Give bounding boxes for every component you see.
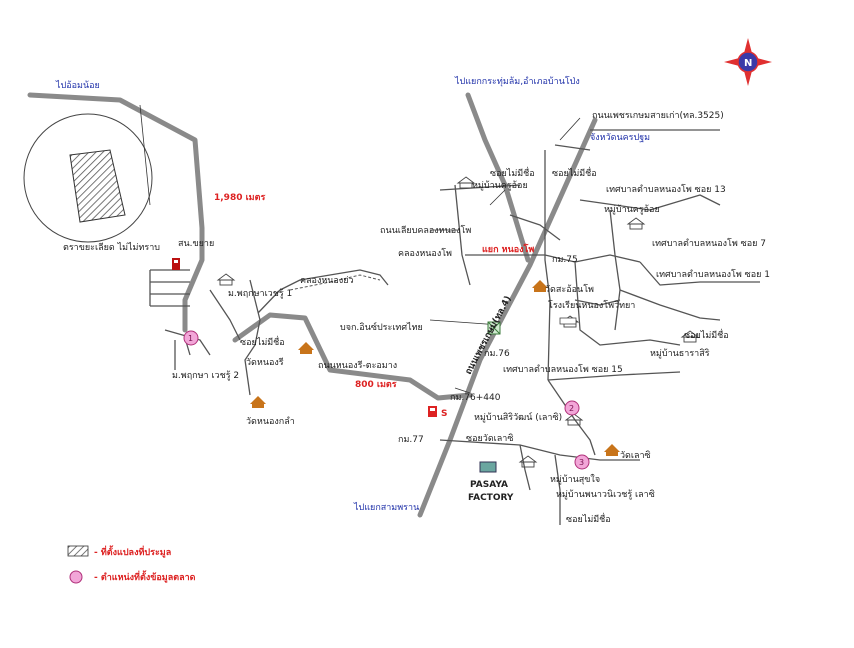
label-village-siwat: หมู่บ้านสิริวัฒน์ (เลาซิ) — [474, 411, 562, 423]
temple-icons — [250, 280, 620, 456]
label-soi-no-name-2: ซอยไม่มีชื่อ — [490, 166, 535, 179]
temple-icon — [604, 444, 620, 456]
marker-2: 2 — [564, 400, 580, 416]
svg-text:2: 2 — [569, 404, 574, 413]
house-icon — [680, 330, 700, 343]
house-icon — [456, 176, 476, 189]
label-factory-1: PASAYA — [470, 480, 508, 490]
school-icon — [559, 317, 577, 325]
office-icon — [172, 258, 180, 270]
house-icon — [626, 217, 646, 230]
local-roads — [149, 129, 760, 525]
house-icon — [518, 455, 538, 468]
label-school: โรงเรียนหนองโพวิทยา — [548, 300, 635, 311]
label-dist-1980: 1,980 เมตร — [214, 193, 265, 203]
market-markers: 1 2 3 — [183, 330, 590, 470]
legend-circle-swatch — [69, 570, 83, 584]
label-to-samphran: ไปแยกสามพราน — [353, 502, 419, 513]
label-km76-440: กม.76+440 — [450, 393, 501, 403]
label-wat-laosi: วัดเลาซิ — [620, 450, 651, 461]
inset-label: ตราขยะเลียด ไม่ไม่ทราบ — [63, 242, 160, 253]
label-village-pruksa1: ม.พฤกษาเวชรู้ 1 — [228, 288, 292, 299]
main-roads — [27, 92, 598, 518]
label-canal-nongpho: คลองหนองโพ — [398, 248, 452, 259]
temple-icon — [298, 342, 314, 354]
label-rd-nong-sai: ถนนเลียบคลองหนองโพ — [380, 225, 471, 236]
label-dist-800: 800 เมตร — [355, 380, 397, 390]
label-to-om-noi: ไปอ้อมน้อย — [55, 80, 100, 91]
road-petchkasem — [417, 117, 598, 518]
svg-text:3: 3 — [579, 458, 584, 467]
road-to-krathum — [465, 92, 531, 263]
label-pin-s: S — [441, 409, 447, 419]
label-junction: แยก หนองโพ — [482, 243, 534, 255]
temple-icon — [250, 396, 266, 408]
label-mun-13: เทศบาลตำบลหนองโพ ซอย 13 — [606, 184, 726, 195]
label-wat-sai: วัดสะอ้อนโพ — [545, 284, 594, 295]
compass-north-letter: N — [744, 58, 752, 69]
company-icon — [487, 321, 501, 335]
label-mun-15: เทศบาลตำบลหนองโพ ซอย 15 — [503, 364, 623, 375]
label-village-pruksa2: ม.พฤกษา เวชรู้ 2 — [172, 370, 239, 381]
label-factory-2: FACTORY — [468, 493, 514, 503]
road-om-noi — [27, 92, 205, 333]
legend-hatch-label: - ที่ตั้งแปลงที่ประมูล — [94, 545, 171, 558]
legend-hatch-swatch — [67, 545, 89, 557]
plot-hatched — [69, 149, 126, 223]
label-om-noi-office: สน.ขยาย — [178, 239, 214, 249]
label-wat-sanam: วัดหนองกลำ — [246, 416, 295, 427]
label-village-krongtoi2: หมู่บ้านครูอ้อย — [604, 204, 660, 215]
factory-icon — [479, 461, 497, 473]
location-pin-icon — [428, 406, 437, 417]
label-village-suksai: หมู่บ้านสุขใจ — [550, 474, 600, 485]
label-rd-nongri: ถนนหนองรี-ตะอมาง — [318, 360, 397, 371]
house-icons — [216, 176, 700, 468]
compass-rose: N — [724, 38, 772, 86]
label-province: จังหวัดนครปฐม — [590, 133, 650, 143]
label-to-krathum: ไปแยกกระทุ่มล้ม,อำเภอบ้านโป่ง — [454, 76, 580, 87]
marker-1: 1 — [183, 330, 199, 346]
label-km77: กม.77 — [398, 435, 424, 445]
label-soi-no-name-3: ซอยไม่มีชื่อ — [552, 166, 597, 179]
label-soi-laosi: ซอยวัดเลาซิ — [466, 433, 513, 444]
label-soi-no-name-4: ซอยไม่มีชื่อ — [684, 328, 729, 341]
label-soi-no-name-1: ซอยไม่มีชื่อ — [240, 335, 285, 348]
label-soi-no-name-5: ซอยไม่มีชื่อ — [566, 512, 611, 525]
label-mun-1: เทศบาลตำบลหนองโพ ซอย 1 — [656, 269, 770, 280]
legend: - ที่ตั้งแปลงที่ประมูล - ตำแหน่งที่ตั้งข… — [67, 545, 196, 584]
road-nongri-taomang — [232, 312, 473, 401]
label-company: บจก.อินซ์ประเทศไทย — [340, 321, 423, 333]
house-icon — [216, 273, 236, 286]
svg-text:1: 1 — [188, 334, 193, 343]
temple-icon — [532, 280, 548, 292]
label-village-wuttisak: หมู่บ้านพนาวนิเวชรู้ เลาซิ — [556, 489, 655, 500]
label-km75: กม.75 — [552, 255, 578, 265]
inset-locator: ตราขยะเลียด ไม่ไม่ทราบ — [23, 104, 160, 253]
label-village-thara: หมู่บ้านธาราสิริ — [650, 348, 710, 359]
label-mun-7: เทศบาลตำบลหนองโพ ซอย 7 — [652, 238, 766, 249]
house-icon — [564, 413, 584, 426]
label-canal: คลองหนองย่ว — [300, 276, 354, 286]
canal-line — [289, 274, 381, 291]
label-wat-nong-thrai: วัดหนองรี — [246, 357, 284, 368]
legend-circle-label: - ตำแหน่งที่ตั้งข้อมูลตลาด — [94, 570, 196, 583]
marker-3: 3 — [574, 454, 590, 470]
label-village-krongtoi: หมู่บ้านครูอ้อย — [472, 180, 528, 191]
label-km76: กม.76 — [484, 349, 510, 359]
label-rd-3525: ถนนเพชรเกษมสายเก่า(ทล.3525) — [592, 111, 724, 121]
